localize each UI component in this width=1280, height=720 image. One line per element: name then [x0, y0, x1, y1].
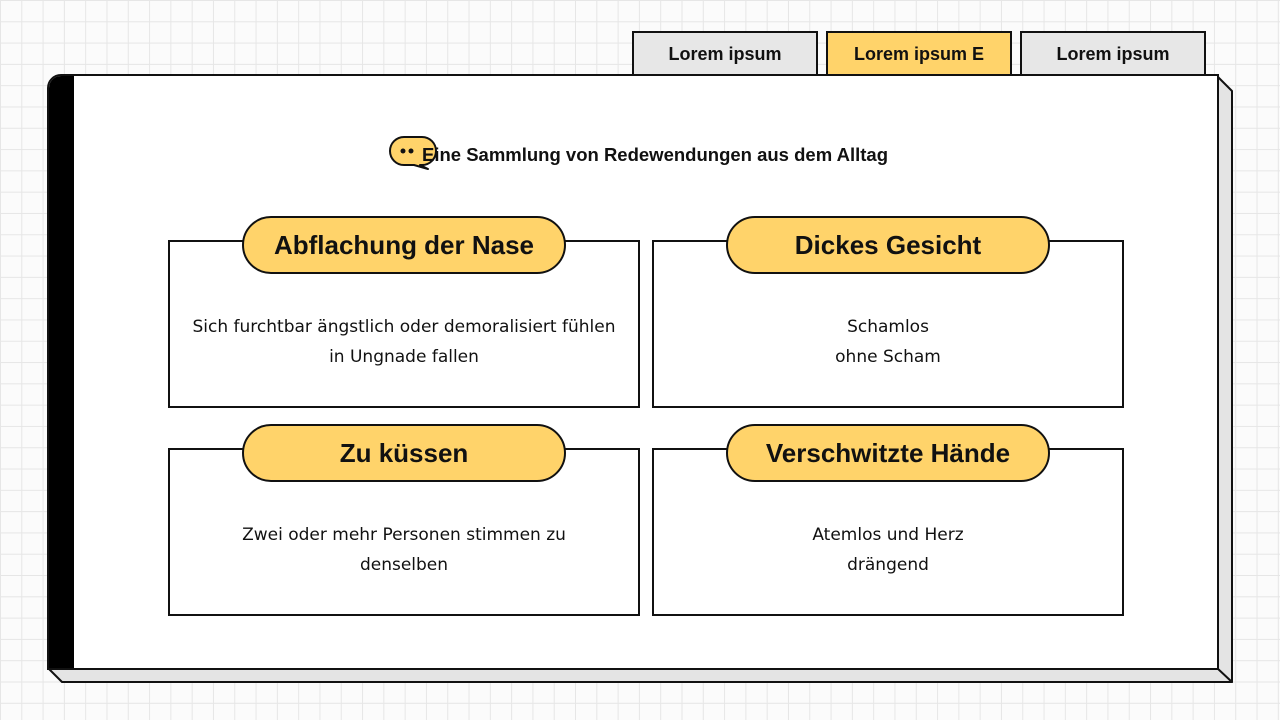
chat-bubble-icon [389, 136, 437, 170]
phrase-line: Sich furchtbar ängstlich oder demoralisi… [192, 317, 616, 337]
subtitle-text: Eine Sammlung von Redewendungen aus dem … [422, 144, 888, 165]
phrase-line: denselben [359, 555, 449, 575]
phrase-description: Zwei oder mehr Personen stimmen zu dense… [180, 520, 628, 580]
phrase-title-3: Zu küssen [242, 424, 566, 482]
tab-lorem-ipsum-2[interactable]: Lorem ipsum [1020, 31, 1206, 75]
phrase-card-3: Zwei oder mehr Personen stimmen zu dense… [168, 448, 640, 616]
card-spine [49, 76, 74, 668]
phrase-line: Schamlos [847, 317, 929, 337]
phrase-title-4: Verschwitzte Hände [726, 424, 1050, 482]
phrase-description: Atemlos und Herz drängend [664, 520, 1112, 580]
phrase-description: Sich furchtbar ängstlich oder demoralisi… [180, 312, 628, 372]
tab-lorem-ipsum-e[interactable]: Lorem ipsum E [826, 31, 1012, 75]
subtitle-row: Eine Sammlung von Redewendungen aus dem … [0, 135, 1280, 175]
phrase-title-1: Abflachung der Nase [242, 216, 566, 274]
phrase-line: in Ungnade fallen [329, 347, 479, 367]
phrase-line: drängend [847, 555, 929, 575]
phrase-line: Zwei oder mehr Personen stimmen zu [242, 525, 566, 545]
phrase-description: Schamlos ohne Scham [664, 312, 1112, 372]
phrase-title-2: Dickes Gesicht [726, 216, 1050, 274]
phrase-line: ohne Scham [835, 347, 941, 367]
phrase-line: Atemlos und Herz [812, 525, 964, 545]
tab-lorem-ipsum-1[interactable]: Lorem ipsum [632, 31, 818, 75]
